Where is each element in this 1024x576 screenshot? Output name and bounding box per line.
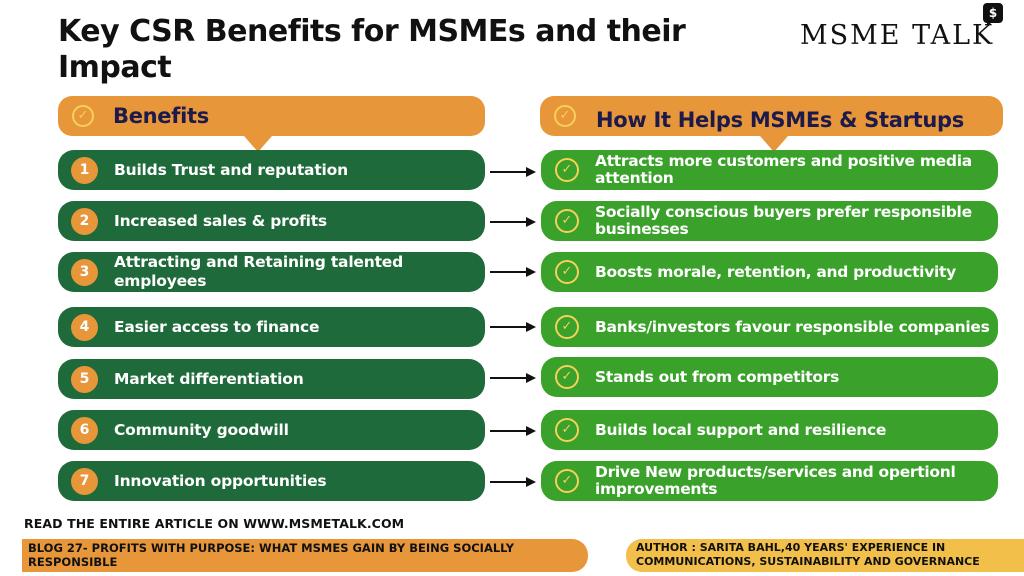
benefit-label: Attracting and Retaining talented employ… (114, 253, 403, 290)
how-it-helps-header-label: How It Helps MSMEs & Startups (596, 108, 964, 132)
check-circle-icon: ✓ (555, 209, 579, 233)
benefit-label: Builds Trust and reputation (114, 160, 348, 179)
impact-label: Drive New products/services and opertion… (595, 463, 956, 498)
benefit-label: Increased sales & profits (114, 211, 327, 230)
check-circle-icon: ✓ (555, 315, 579, 339)
number-badge: 4 (71, 314, 98, 341)
check-circle-icon: ✓ (555, 418, 579, 442)
impact-label: Banks/investors favour responsible compa… (595, 317, 990, 336)
impact-pill: ✓ Stands out from competitors (541, 357, 998, 397)
benefit-pill: 5 Market differentiation (58, 359, 485, 399)
impact-pill: ✓ Boosts morale, retention, and producti… (541, 252, 998, 292)
check-circle-icon: ✓ (72, 105, 94, 127)
benefit-label: Community goodwill (114, 420, 289, 439)
benefit-pill: 6 Community goodwill (58, 410, 485, 450)
number-badge: 1 (71, 157, 98, 184)
benefit-pill: 7 Innovation opportunities (58, 461, 485, 501)
check-circle-icon: ✓ (554, 105, 576, 127)
check-circle-icon: ✓ (555, 260, 579, 284)
impact-pill: ✓ Builds local support and resilience (541, 410, 998, 450)
benefit-label: Innovation opportunities (114, 471, 327, 490)
author-banner: AUTHOR : SARITA BAHL,40 YEARS' EXPERIENC… (626, 539, 1024, 572)
impact-label: Builds local support and resilience (595, 420, 887, 439)
impact-label: Stands out from competitors (595, 367, 840, 386)
check-circle-icon: ✓ (555, 158, 579, 182)
arrow-right-icon (490, 167, 536, 177)
impact-label: Socially conscious buyers prefer respons… (595, 203, 972, 238)
benefit-label: Easier access to finance (114, 317, 320, 336)
arrow-right-icon (490, 322, 536, 332)
arrow-right-icon (490, 373, 536, 383)
arrow-right-icon (490, 217, 536, 227)
header-pointer (244, 136, 272, 152)
number-badge: 2 (71, 208, 98, 235)
benefits-header-label: Benefits (113, 104, 209, 128)
arrow-right-icon (490, 426, 536, 436)
number-badge: 6 (71, 417, 98, 444)
number-badge: 3 (71, 259, 98, 286)
check-circle-icon: ✓ (555, 469, 579, 493)
blog-title-banner: BLOG 27- PROFITS WITH PURPOSE: WHAT MSME… (22, 539, 588, 572)
header-pointer (760, 136, 788, 152)
read-more-link[interactable]: READ THE ENTIRE ARTICLE ON WWW.MSMETALK.… (24, 516, 405, 531)
check-circle-icon: ✓ (555, 365, 579, 389)
benefit-pill: 4 Easier access to finance (58, 307, 485, 347)
arrow-right-icon (490, 477, 536, 487)
page-title: Key CSR Benefits for MSMEs and their Imp… (58, 14, 686, 85)
impact-label: Attracts more customers and positive med… (595, 152, 972, 187)
number-badge: 7 (71, 468, 98, 495)
impact-pill: ✓ Socially conscious buyers prefer respo… (541, 201, 998, 241)
impact-pill: ✓ Banks/investors favour responsible com… (541, 307, 998, 347)
dollar-chat-icon: $ (983, 3, 1003, 27)
arrow-right-icon (490, 267, 536, 277)
impact-label: Boosts morale, retention, and productivi… (595, 262, 956, 281)
benefit-pill: 3 Attracting and Retaining talented empl… (58, 252, 485, 292)
benefit-pill: 2 Increased sales & profits (58, 201, 485, 241)
impact-pill: ✓ Attracts more customers and positive m… (541, 150, 998, 190)
benefits-header: ✓ Benefits (58, 96, 485, 136)
how-it-helps-header: ✓ How It Helps MSMEs & Startups (540, 96, 1003, 136)
impact-pill: ✓ Drive New products/services and operti… (541, 461, 998, 501)
benefit-label: Market differentiation (114, 369, 304, 388)
number-badge: 5 (71, 366, 98, 393)
brand-logo: MSME TALK (800, 20, 995, 51)
benefit-pill: 1 Builds Trust and reputation (58, 150, 485, 190)
